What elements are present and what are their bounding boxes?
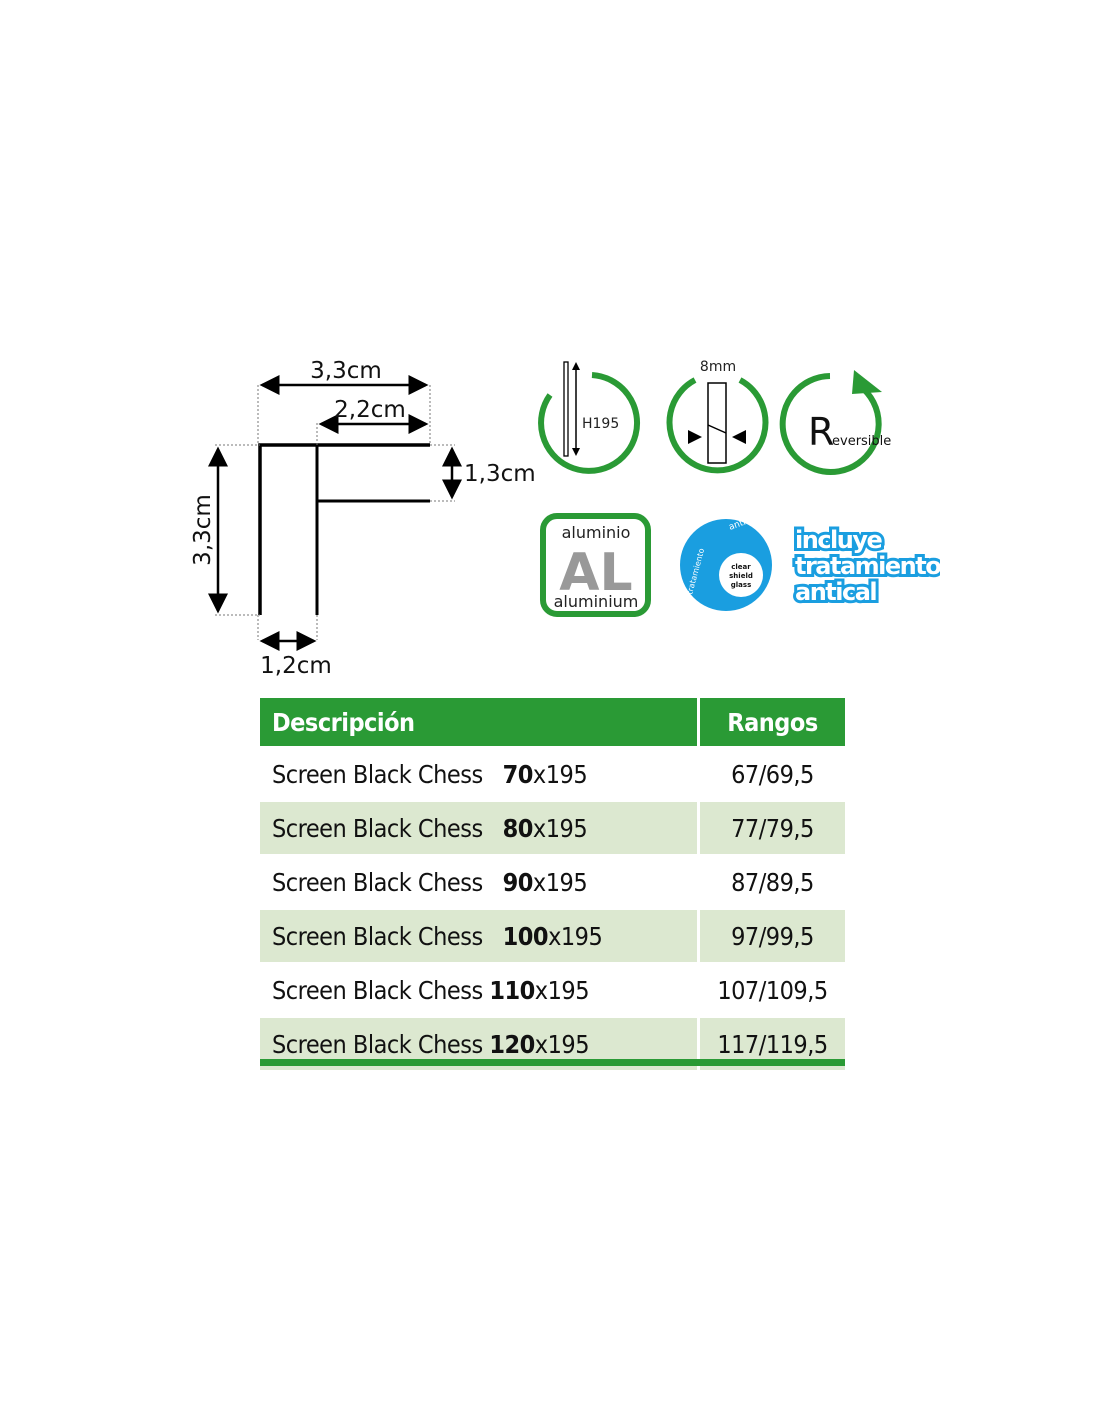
table-bottom-bar [260, 1059, 845, 1066]
dim-inner-width: 2,2cm [334, 397, 406, 423]
dim-right-height: 1,3cm [464, 461, 536, 487]
aluminium-symbol: AL [559, 543, 632, 603]
reversible-label: eversible [832, 434, 891, 449]
product-name: Screen Black Chess [272, 1029, 483, 1059]
description-cell: Screen Black Chess 100x195 [260, 908, 699, 963]
profile-diagram: 3,3cm 2,2cm 1,3cm 3,3cm 1,2cm [190, 358, 536, 679]
description-cell: Screen Black Chess 80x195 [260, 800, 699, 855]
dim-bottom-width: 1,2cm [260, 653, 332, 679]
antical-treatment-badge: incluye tratamiento antical [792, 523, 940, 609]
product-width: 110 [489, 975, 535, 1005]
header-description: Descripción [260, 698, 699, 747]
description-cell: Screen Black Chess 90x195 [260, 854, 699, 909]
product-width: 70 [502, 759, 534, 789]
antical-seal-icon: antical tratamiento clear shield glass [680, 513, 772, 611]
header-ranges: Rangos [697, 698, 845, 747]
description-cell: Screen Black Chess 110x195 [260, 962, 699, 1017]
reversible-initial: R [808, 410, 834, 454]
aluminium-icon: aluminio AL aluminium [540, 513, 651, 617]
glass-text: glass [731, 581, 751, 589]
product-name: Screen Black Chess [272, 975, 483, 1005]
product-height: x195 [534, 975, 590, 1005]
range-cell: 87/89,5 [697, 854, 845, 909]
product-width: 90 [502, 867, 534, 897]
product-name: Screen Black Chess [272, 813, 483, 843]
product-height: x195 [532, 867, 588, 897]
range-cell: 97/99,5 [697, 908, 845, 963]
range-cell: 107/109,5 [697, 962, 845, 1017]
product-name: Screen Black Chess [272, 921, 483, 951]
feature-icons: H195 8mm R eversible aluminio AL alumini… [538, 359, 940, 617]
product-height: x195 [534, 1029, 590, 1059]
thickness-label: 8mm [700, 359, 736, 375]
product-name: Screen Black Chess [272, 867, 483, 897]
treatment-line-1: incluye [795, 526, 882, 554]
product-width: 120 [489, 1029, 535, 1059]
treatment-line-2: tratamiento [795, 552, 940, 580]
glass-thickness-icon: 8mm [666, 359, 769, 474]
product-height: x195 [548, 921, 603, 951]
reversible-icon: R eversible [779, 370, 891, 475]
product-width: 80 [502, 813, 534, 843]
aluminium-bottom-label: aluminium [554, 592, 639, 611]
product-name: Screen Black Chess [272, 759, 483, 789]
range-cell: 77/79,5 [697, 800, 845, 855]
shield-text: shield [729, 572, 753, 580]
size-range-table: Descripción Rangos Screen Black Chess 70… [260, 698, 845, 1070]
product-height: x195 [532, 759, 588, 789]
dim-top-width: 3,3cm [310, 358, 382, 384]
range-cell: 67/69,5 [697, 746, 845, 801]
dim-left-height: 3,3cm [190, 494, 216, 566]
clear-text: clear [731, 563, 751, 571]
description-cell: Screen Black Chess 70x195 [260, 746, 699, 801]
height-icon: H195 [538, 361, 640, 474]
aluminium-top-label: aluminio [562, 523, 631, 542]
table-header-row: Descripción Rangos [260, 698, 845, 747]
treatment-line-3: antical [795, 578, 876, 606]
height-label: H195 [582, 416, 619, 432]
product-width: 100 [502, 921, 549, 951]
product-height: x195 [532, 813, 588, 843]
